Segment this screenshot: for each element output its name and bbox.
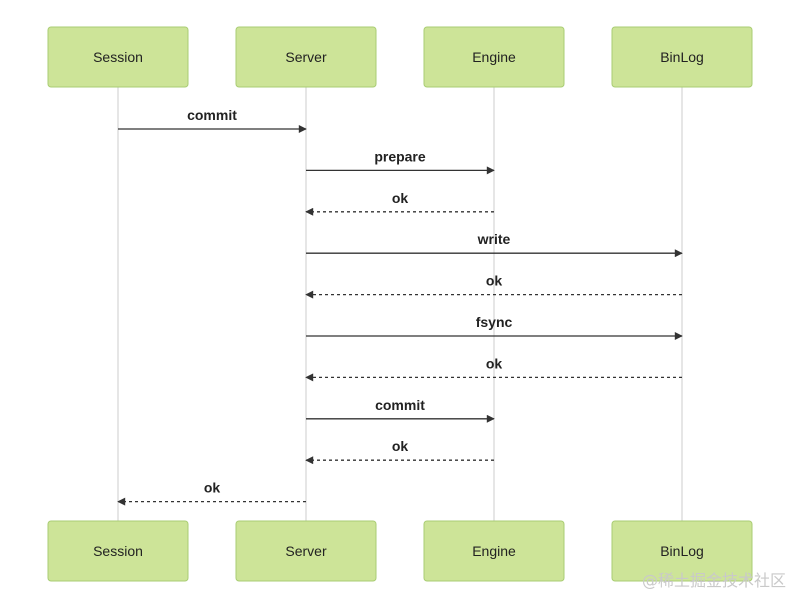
actor-binlog-top: BinLog (611, 26, 753, 88)
actor-engine-bottom: Engine (423, 520, 565, 582)
actor-box (611, 26, 753, 88)
actor-session-top: Session (47, 26, 189, 88)
message-4: write (306, 231, 683, 258)
actor-label: Engine (472, 543, 516, 559)
actor-box (47, 520, 189, 582)
actor-label: Session (93, 543, 143, 559)
actor-box (235, 520, 377, 582)
actor-session-bottom: Session (47, 520, 189, 582)
actor-box (235, 26, 377, 88)
message-label: commit (187, 107, 237, 123)
actor-box (611, 520, 753, 582)
message-10: ok (117, 480, 306, 506)
actor-label: BinLog (660, 543, 704, 559)
message-label: write (477, 231, 511, 247)
message-label: ok (486, 273, 503, 289)
message-7: ok (305, 355, 682, 382)
message-label: ok (204, 480, 221, 496)
message-3: ok (305, 190, 494, 216)
message-6: fsync (306, 314, 683, 340)
message-9: ok (305, 438, 494, 465)
message-8: commit (306, 397, 495, 423)
actor-box (423, 26, 565, 88)
message-1: commit (118, 107, 307, 133)
message-label: commit (375, 397, 425, 413)
actor-label: Engine (472, 49, 516, 65)
watermark: @稀土掘金技术社区 (641, 571, 786, 590)
actor-binlog-bottom: BinLog (611, 520, 753, 582)
message-5: ok (305, 273, 682, 299)
actor-server-top: Server (235, 26, 377, 88)
actor-server-bottom: Server (235, 520, 377, 582)
message-label: fsync (476, 314, 513, 330)
actor-box (47, 26, 189, 88)
actor-label: BinLog (660, 49, 704, 65)
actor-label: Server (285, 543, 327, 559)
message-label: ok (392, 190, 409, 206)
actor-label: Session (93, 49, 143, 65)
message-label: ok (392, 438, 409, 454)
actor-label: Server (285, 49, 327, 65)
message-label: ok (486, 355, 503, 371)
actor-box (423, 520, 565, 582)
message-2: prepare (306, 148, 495, 175)
actor-engine-top: Engine (423, 26, 565, 88)
message-label: prepare (374, 148, 426, 164)
